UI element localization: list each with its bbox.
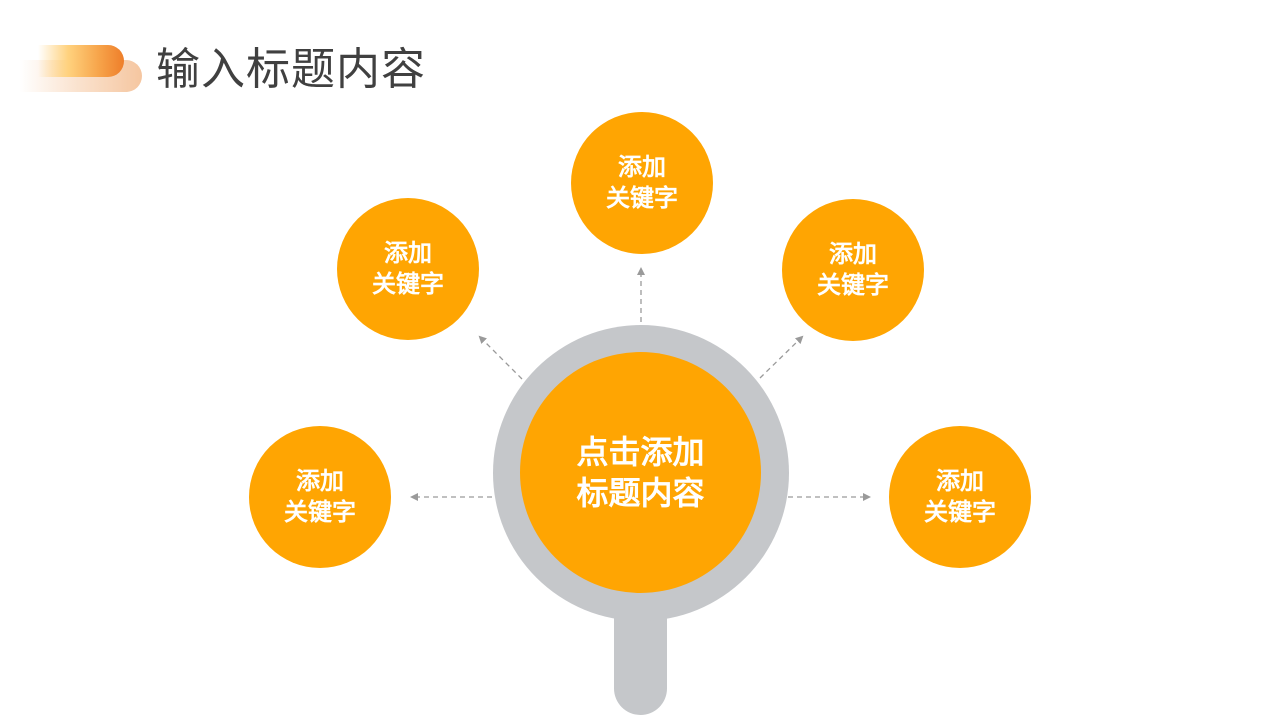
- keyword-line2: 关键字: [372, 270, 444, 298]
- decoration-pill-front: [38, 45, 124, 77]
- center-title-line1: 点击添加: [576, 432, 705, 471]
- center-title-node[interactable]: 点击添加 标题内容: [520, 352, 761, 593]
- title-decoration: [0, 0, 160, 110]
- keyword-line1: 添加: [936, 467, 984, 495]
- arrow-to-upper-right: [759, 335, 804, 379]
- arrow-to-upper-left: [478, 335, 523, 380]
- keyword-node-upper-right[interactable]: 添加 关键字: [782, 199, 924, 341]
- keyword-line2: 关键字: [924, 498, 996, 526]
- keyword-node-right[interactable]: 添加 关键字: [889, 426, 1031, 568]
- keyword-node-upper-left[interactable]: 添加 关键字: [337, 198, 479, 340]
- keyword-line2: 关键字: [606, 184, 678, 212]
- keyword-node-top[interactable]: 添加 关键字: [571, 112, 713, 254]
- keyword-line1: 添加: [296, 467, 344, 495]
- keyword-line2: 关键字: [284, 498, 356, 526]
- page-title: 输入标题内容: [156, 44, 426, 95]
- keyword-line2: 关键字: [817, 271, 889, 299]
- keyword-line1: 添加: [384, 239, 432, 267]
- keyword-line1: 添加: [618, 153, 666, 181]
- center-title-line2: 标题内容: [576, 473, 705, 512]
- keyword-node-left[interactable]: 添加 关键字: [249, 426, 391, 568]
- keyword-line1: 添加: [829, 240, 877, 268]
